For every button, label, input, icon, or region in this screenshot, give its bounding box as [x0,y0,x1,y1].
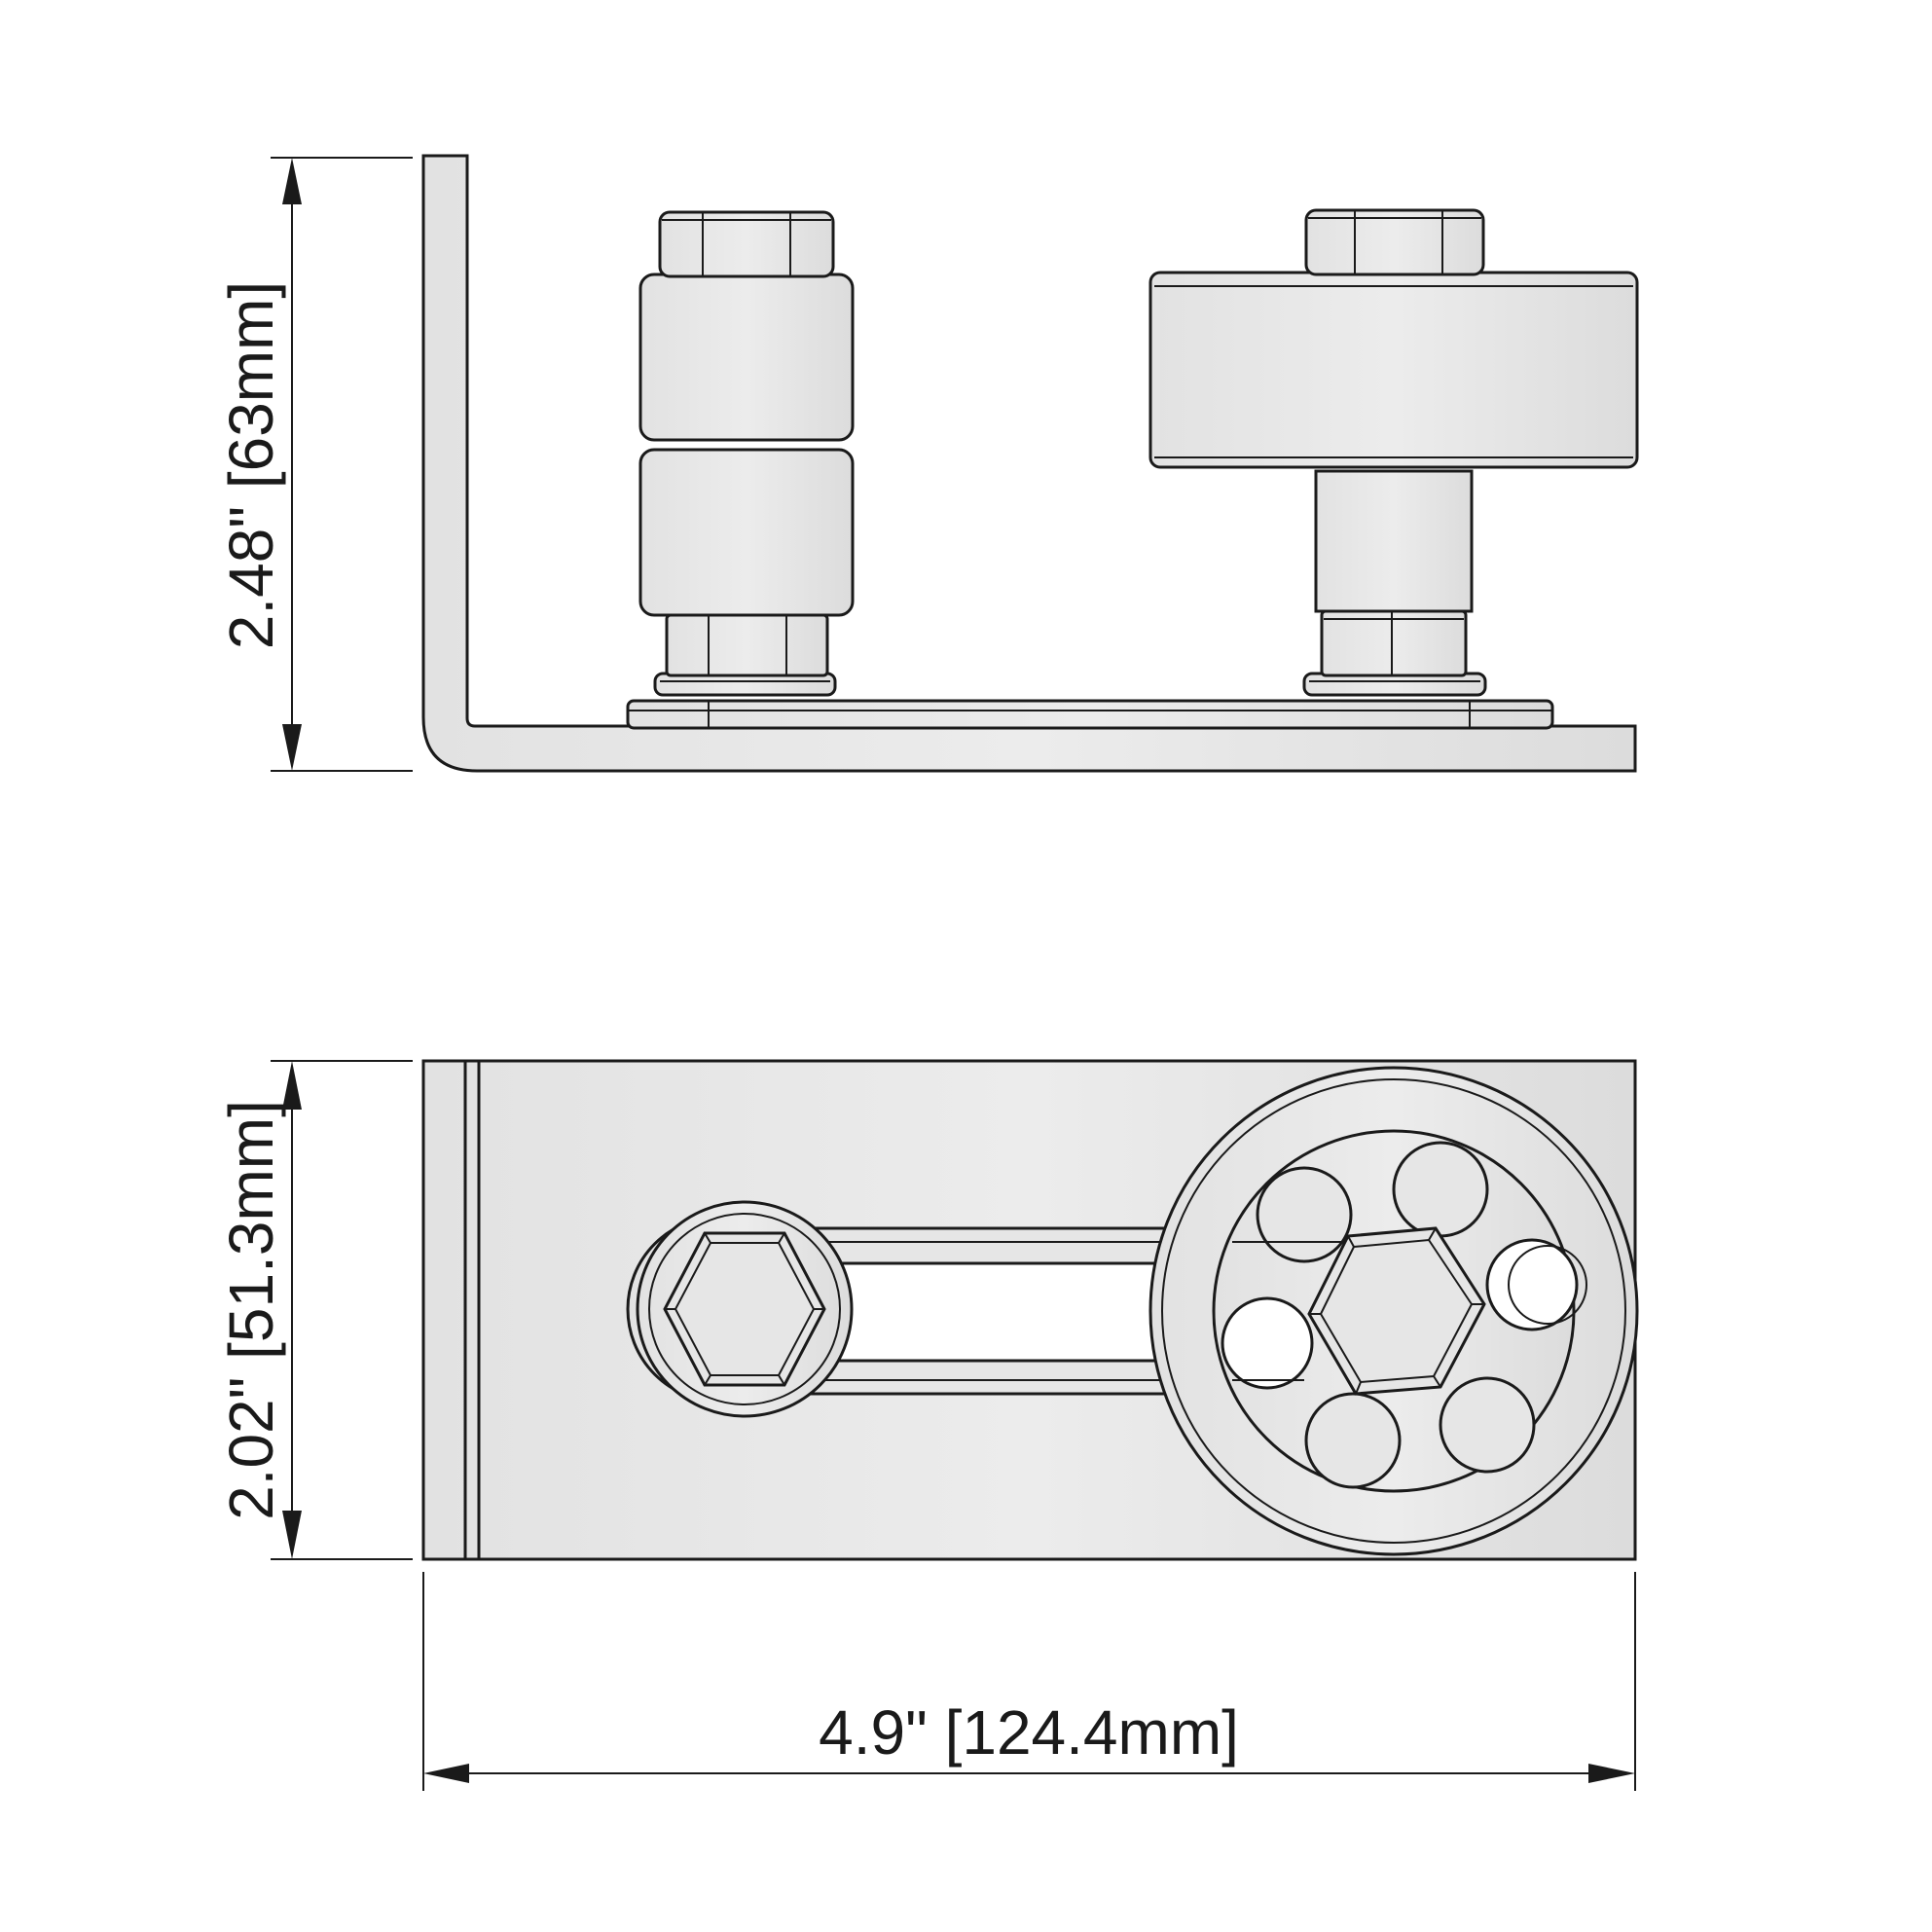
bearing-hole [1221,1296,1314,1390]
width-dimension: 2.02" [51.3mm] [216,1060,413,1560]
bearing-hole [1485,1238,1579,1331]
length-dimension: 4.9" [124.4mm] [422,1572,1636,1791]
arrow-left [423,1764,469,1783]
base-plate-side [626,699,1554,730]
left-lower-nut [665,613,829,677]
l-bracket-side [421,154,1637,773]
side-view: 2.48" [63mm] [216,154,1639,773]
top-view: 2.02" [51.3mm] 4.9" [124.4mm] [216,1059,1639,1791]
arrow-up [282,1061,302,1110]
right-spacer [1314,469,1474,613]
left-top-nut [658,210,835,278]
right-top-nut [1304,208,1485,276]
bearing-hole [1392,1141,1489,1238]
left-upper-roller [638,273,855,442]
height-dimension: 2.48" [63mm] [216,157,413,772]
arrow-down [282,724,302,771]
right-wheel-top [1148,1066,1639,1556]
bearing-hole [1304,1392,1402,1489]
left-lower-roller [638,448,855,617]
left-roller-assembly-side [638,210,855,697]
bearing-hole [1256,1166,1353,1263]
height-label: 2.48" [63mm] [216,281,286,649]
right-lower-nut [1320,609,1468,677]
arrow-up [282,158,302,204]
arrow-right [1588,1764,1635,1783]
length-label: 4.9" [124.4mm] [819,1697,1239,1768]
bearing-hole [1439,1376,1536,1474]
width-label: 2.02" [51.3mm] [216,1100,286,1520]
right-wheel-assembly-side [1148,208,1639,697]
arrow-down [282,1511,302,1559]
left-roller-top [626,1200,854,1418]
right-wheel-side [1148,271,1639,469]
